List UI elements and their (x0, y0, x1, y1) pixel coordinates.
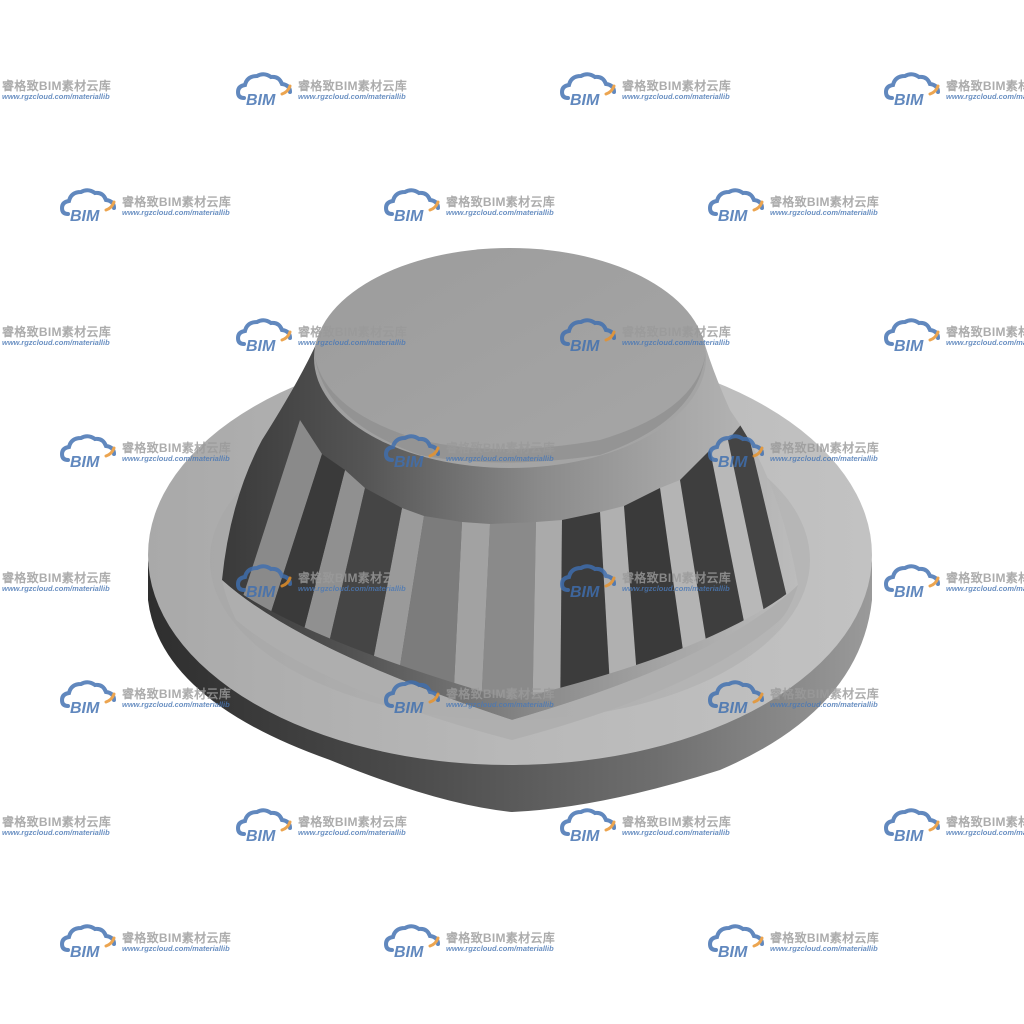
flange-side (148, 560, 872, 812)
cap-top (314, 248, 706, 468)
